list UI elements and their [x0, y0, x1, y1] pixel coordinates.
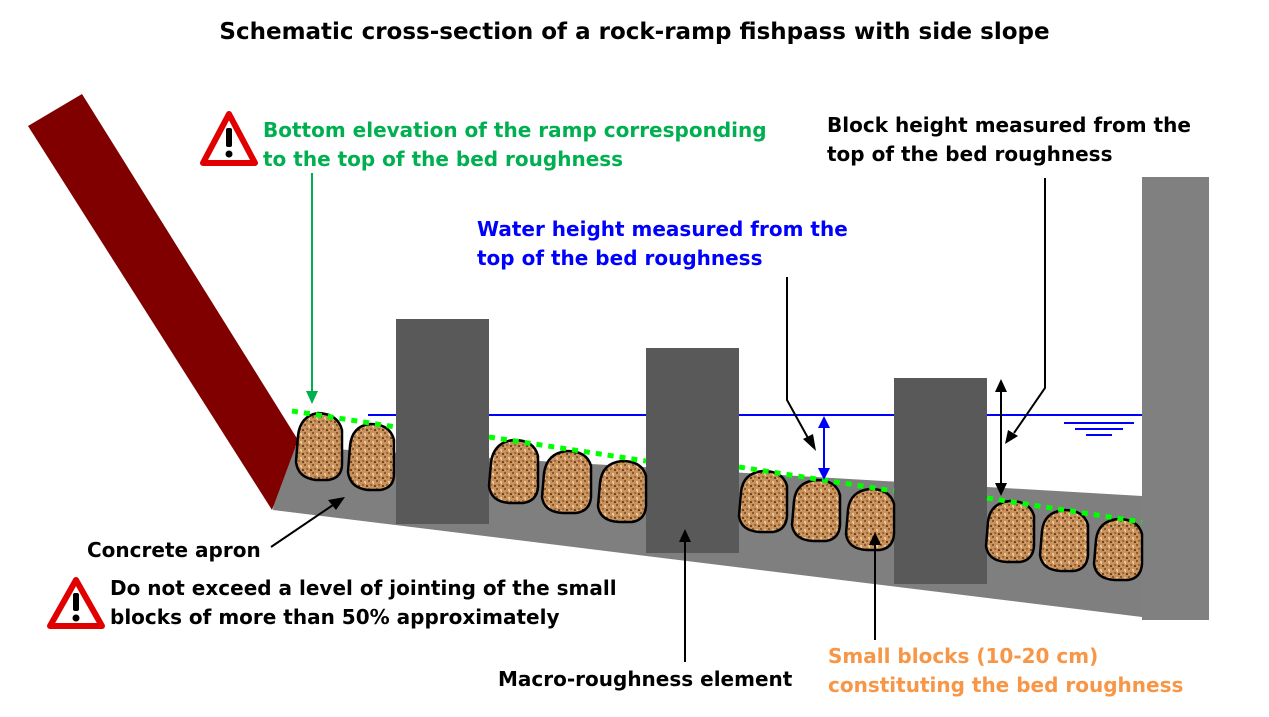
block-height-arrow	[995, 379, 1007, 496]
side-wall	[1142, 177, 1209, 620]
macro-roughness-block	[646, 348, 739, 553]
warning-triangle-icon	[200, 111, 258, 166]
warning-triangle-icon	[47, 577, 105, 629]
side-slope	[28, 94, 298, 510]
water-height-line-2: top of the bed roughness	[477, 246, 763, 270]
small-blocks-line-2: constituting the bed roughness	[828, 673, 1184, 697]
small-block	[844, 487, 896, 552]
small-block	[294, 411, 344, 482]
bottom-elevation-line-1: Bottom elevation of the ramp correspondi…	[263, 118, 767, 142]
jointing-warning-line-1: Do not exceed a level of jointing of the…	[110, 576, 617, 600]
small-block	[487, 438, 540, 505]
jointing-warning-line-2: blocks of more than 50% approximately	[110, 605, 560, 629]
water-height-line-1: Water height measured from the	[477, 217, 848, 241]
small-block	[596, 459, 648, 524]
jointing-warning-label: Do not exceed a level of jointing of the…	[110, 574, 617, 632]
water-height-leader	[786, 277, 816, 451]
bottom-elevation-line-2: to the top of the bed roughness	[263, 147, 624, 171]
block-height-leader	[1005, 178, 1046, 444]
small-block	[984, 499, 1036, 564]
macro-roughness-leader	[679, 529, 691, 662]
water-height-arrow	[818, 416, 830, 480]
small-blocks-line-1: Small blocks (10-20 cm)	[828, 644, 1099, 668]
small-block	[540, 449, 593, 515]
diagram-title: Schematic cross-section of a rock-ramp f…	[219, 19, 1050, 45]
small-block	[1092, 517, 1144, 582]
small-blocks-leader	[869, 532, 881, 640]
bottom-elevation-label: Bottom elevation of the ramp correspondi…	[263, 116, 767, 174]
bottom-elevation-arrow	[306, 173, 318, 404]
macro-roughness-block	[396, 319, 489, 524]
small-block	[346, 422, 396, 492]
concrete-apron-leader	[270, 497, 345, 548]
macro-roughness-block	[894, 378, 987, 584]
block-height-line-1: Block height measured from the	[827, 113, 1191, 137]
water-level-icon	[1064, 422, 1134, 436]
small-blocks-label: Small blocks (10-20 cm) constituting the…	[828, 642, 1183, 700]
small-block	[737, 469, 789, 534]
block-height-label: Block height measured from the top of th…	[827, 111, 1191, 169]
small-block	[790, 478, 842, 543]
bed-roughness-line	[291, 408, 1143, 525]
small-block	[1038, 508, 1090, 573]
macro-roughness-label: Macro-roughness element	[498, 667, 793, 691]
block-height-line-2: top of the bed roughness	[827, 142, 1113, 166]
small-blocks	[294, 411, 1144, 582]
concrete-apron-label: Concrete apron	[87, 538, 261, 562]
water-height-label: Water height measured from the top of th…	[477, 215, 848, 273]
